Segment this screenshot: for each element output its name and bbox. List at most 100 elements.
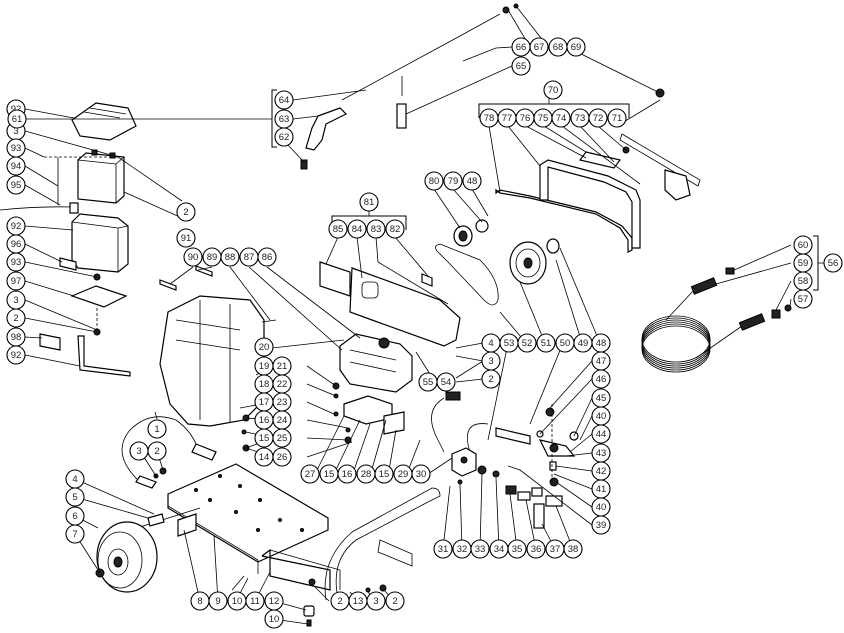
callout-number: 19 bbox=[259, 361, 270, 372]
callout-number: 28 bbox=[361, 469, 372, 480]
callout-85: 85 bbox=[328, 219, 348, 239]
callout-number: 9 bbox=[215, 596, 220, 607]
callout-number: 3 bbox=[488, 356, 493, 367]
callout-number: 52 bbox=[522, 338, 533, 349]
callout-circle bbox=[6, 252, 26, 272]
callout-3: 3 bbox=[366, 591, 386, 611]
callout-number: 89 bbox=[207, 252, 218, 263]
callout-number: 2 bbox=[337, 596, 342, 607]
callout-number: 92 bbox=[11, 350, 22, 361]
callout-number: 22 bbox=[277, 379, 288, 390]
callout-98: 98 bbox=[6, 327, 26, 347]
callout-76: 76 bbox=[515, 108, 535, 128]
callout-number: 36 bbox=[531, 544, 542, 555]
callout-31: 31 bbox=[433, 539, 453, 559]
callout-71: 71 bbox=[607, 108, 627, 128]
callout-number: 48 bbox=[596, 338, 607, 349]
battery-cover bbox=[71, 102, 137, 141]
callout-75: 75 bbox=[533, 108, 553, 128]
callout-number: 85 bbox=[333, 224, 344, 235]
callout-84: 84 bbox=[347, 219, 367, 239]
callout-number: 43 bbox=[596, 448, 607, 459]
callout-52: 52 bbox=[517, 333, 537, 353]
callout-circle bbox=[328, 219, 348, 239]
callout-number: 3 bbox=[13, 295, 18, 306]
callout-92: 92 bbox=[6, 345, 26, 365]
callout-circle bbox=[507, 539, 527, 559]
callout-41: 41 bbox=[591, 479, 611, 499]
callout-number: 30 bbox=[416, 469, 427, 480]
callout-circle bbox=[366, 219, 386, 239]
callout-33: 33 bbox=[470, 539, 490, 559]
callout-55: 55 bbox=[418, 372, 438, 392]
callout-number: 97 bbox=[11, 276, 22, 287]
callout-number: 2 bbox=[183, 207, 188, 218]
callout-circle bbox=[563, 539, 583, 559]
callout-40: 40 bbox=[591, 406, 611, 426]
callout-4: 4 bbox=[481, 333, 501, 353]
callout-93: 93 bbox=[6, 252, 26, 272]
callout-17: 17 bbox=[254, 392, 274, 412]
callout-circle bbox=[65, 487, 85, 507]
callout-2: 2 bbox=[176, 202, 196, 222]
callout-42: 42 bbox=[591, 461, 611, 481]
callout-number: 78 bbox=[484, 113, 495, 124]
callout-number: 47 bbox=[596, 356, 607, 367]
callout-81: 81 bbox=[359, 192, 379, 212]
drive-belt bbox=[435, 243, 499, 306]
callout-95: 95 bbox=[6, 175, 26, 195]
callout-number: 7 bbox=[72, 529, 77, 540]
callout-5: 5 bbox=[65, 487, 85, 507]
callout-68: 68 bbox=[548, 37, 568, 57]
callout-number: 3 bbox=[136, 446, 141, 457]
callout-circle bbox=[6, 308, 26, 328]
callout-number: 74 bbox=[556, 113, 567, 124]
callout-number: 3 bbox=[13, 126, 18, 137]
callout-62: 62 bbox=[274, 127, 294, 147]
callout-number: 87 bbox=[244, 252, 255, 263]
callout-circle bbox=[7, 109, 27, 129]
callout-circle bbox=[176, 228, 196, 248]
callout-number: 32 bbox=[457, 544, 468, 555]
callout-number: 86 bbox=[262, 252, 273, 263]
callout-circle bbox=[183, 247, 203, 267]
callout-number: 2 bbox=[154, 446, 159, 457]
callout-3: 3 bbox=[6, 290, 26, 310]
callout-number: 51 bbox=[541, 338, 552, 349]
callout-number: 40 bbox=[596, 502, 607, 513]
callout-88: 88 bbox=[220, 247, 240, 267]
callout-number: 16 bbox=[259, 415, 270, 426]
callout-number: 81 bbox=[364, 197, 375, 208]
callout-82: 82 bbox=[385, 219, 405, 239]
callout-67: 67 bbox=[529, 37, 549, 57]
callout-circle bbox=[6, 156, 26, 176]
callout-number: 90 bbox=[188, 252, 199, 263]
callout-63: 63 bbox=[274, 109, 294, 129]
callout-number: 76 bbox=[520, 113, 531, 124]
callout-number: 68 bbox=[553, 42, 564, 53]
callout-circle bbox=[6, 175, 26, 195]
callout-number: 80 bbox=[429, 176, 440, 187]
callout-64: 64 bbox=[274, 90, 294, 110]
callout-number: 50 bbox=[560, 338, 571, 349]
callout-number: 2 bbox=[13, 313, 18, 324]
pressure-hose bbox=[641, 267, 792, 373]
callout-number: 84 bbox=[352, 224, 363, 235]
callout-circle bbox=[526, 539, 546, 559]
callout-69: 69 bbox=[566, 37, 586, 57]
control-panel bbox=[539, 159, 641, 249]
parts-artwork bbox=[0, 3, 792, 627]
callout-66: 66 bbox=[511, 37, 531, 57]
callout-number: 4 bbox=[72, 474, 77, 485]
callout-86: 86 bbox=[257, 247, 277, 267]
callout-circle bbox=[385, 219, 405, 239]
callout-number: 54 bbox=[441, 377, 452, 388]
callout-34: 34 bbox=[489, 539, 509, 559]
callout-number: 11 bbox=[250, 596, 260, 607]
callout-27: 27 bbox=[300, 464, 320, 484]
callout-37: 37 bbox=[545, 539, 565, 559]
callout-36: 36 bbox=[526, 539, 546, 559]
callout-2: 2 bbox=[330, 591, 350, 611]
callout-39: 39 bbox=[591, 515, 611, 535]
